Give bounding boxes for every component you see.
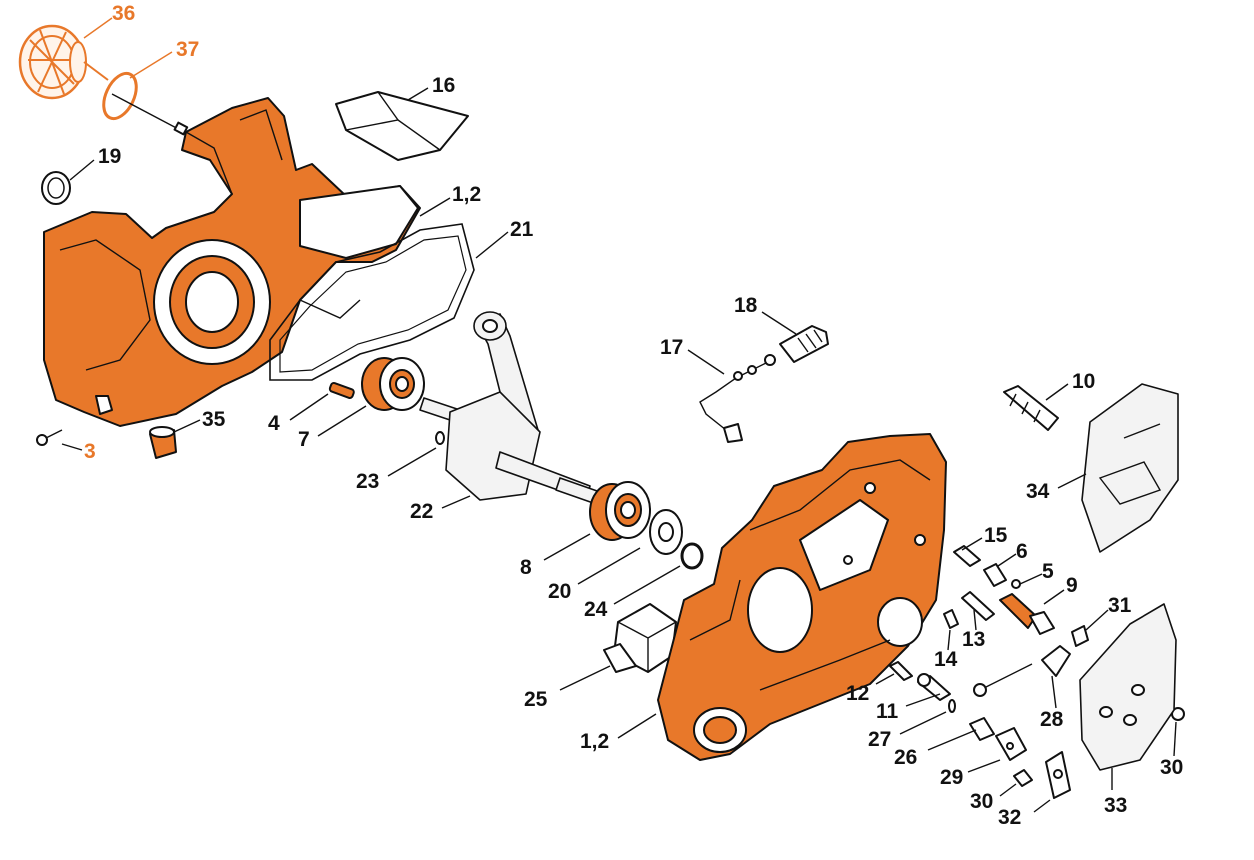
part-14-spring xyxy=(943,609,959,629)
part-5-ball xyxy=(1011,579,1021,589)
callout-30-upper: 30 xyxy=(1160,756,1183,779)
callout-5: 5 xyxy=(1042,560,1054,583)
callout-11: 11 xyxy=(876,700,899,723)
callout-26: 26 xyxy=(894,746,917,769)
part-27-ring xyxy=(948,699,956,713)
callout-8: 8 xyxy=(520,556,532,579)
callout-22: 22 xyxy=(410,500,433,523)
callout-18: 18 xyxy=(734,294,758,317)
callout-10: 10 xyxy=(1072,370,1095,393)
part-29-plate xyxy=(995,727,1027,761)
part-21-gasket xyxy=(269,223,475,381)
callout-31: 31 xyxy=(1108,594,1132,617)
callout-4: 4 xyxy=(268,412,280,435)
crankshaft-assembly xyxy=(419,311,601,505)
part-36-component xyxy=(18,24,109,100)
part-24-ring xyxy=(680,542,704,570)
part-35-bushing xyxy=(149,426,177,459)
callout-25: 25 xyxy=(524,688,548,711)
part-31-clip xyxy=(1071,625,1089,647)
callout-32: 32 xyxy=(998,806,1021,829)
part-13-pin xyxy=(961,591,995,621)
part-17-oil-line xyxy=(699,354,776,443)
part-8-bearing xyxy=(589,481,651,541)
part-4-pin xyxy=(328,381,355,399)
callout-6: 6 xyxy=(1016,540,1028,563)
part-26-nut xyxy=(969,717,995,741)
callout-13: 13 xyxy=(962,628,985,651)
callout-30-lower: 30 xyxy=(970,790,993,813)
callout-37: 37 xyxy=(176,38,199,61)
part-7-bearing xyxy=(361,357,425,411)
callout-29: 29 xyxy=(940,766,963,789)
callout-15: 15 xyxy=(984,524,1008,547)
part-3-screw xyxy=(36,429,63,446)
callout-1-2-lower: 1,2 xyxy=(580,730,609,753)
callout-1-2-upper: 1,2 xyxy=(452,183,481,206)
callout-34: 34 xyxy=(1026,480,1050,503)
callout-9: 9 xyxy=(1066,574,1078,597)
callout-16: 16 xyxy=(432,74,455,97)
leader-lines xyxy=(61,17,1177,813)
callout-24: 24 xyxy=(584,598,608,621)
callout-21: 21 xyxy=(510,218,534,241)
callout-labels: 36 37 16 19 1,2 21 18 17 10 4 7 35 3 23 … xyxy=(84,2,1183,829)
part-32-bracket xyxy=(1045,751,1071,799)
callout-27: 27 xyxy=(868,728,891,751)
part-15-spring xyxy=(953,545,981,567)
part-33-cover xyxy=(1079,603,1177,771)
part-37-o-ring xyxy=(102,71,138,121)
callout-3: 3 xyxy=(84,440,96,463)
crankcase-right-half xyxy=(657,433,947,761)
part-28-guide xyxy=(1041,645,1071,677)
part-10-stud xyxy=(1003,385,1059,431)
part-6-sleeve xyxy=(983,563,1007,587)
callout-17: 17 xyxy=(660,336,683,359)
part-30-screw-lower xyxy=(1013,769,1033,787)
part-26-bolt xyxy=(973,663,1033,697)
part-11-screw xyxy=(917,673,951,701)
callout-12: 12 xyxy=(846,682,869,705)
callout-7: 7 xyxy=(298,428,310,451)
part-19-seal xyxy=(41,171,71,205)
callout-23: 23 xyxy=(356,470,379,493)
part-20-washer xyxy=(649,509,683,555)
callout-33: 33 xyxy=(1104,794,1127,817)
callout-14: 14 xyxy=(934,648,958,671)
callout-36: 36 xyxy=(112,2,135,25)
callout-35: 35 xyxy=(202,408,226,431)
part-25-block xyxy=(603,603,677,673)
part-16-plate xyxy=(335,91,469,161)
part-12-screw xyxy=(889,661,913,681)
callout-28: 28 xyxy=(1040,708,1064,731)
callout-20: 20 xyxy=(548,580,571,603)
callout-19: 19 xyxy=(98,145,121,168)
part-18-fitting xyxy=(779,325,829,363)
crankcase-left-half xyxy=(43,97,421,427)
part-34-cover xyxy=(1081,383,1179,553)
part-9-adjuster xyxy=(999,593,1055,635)
